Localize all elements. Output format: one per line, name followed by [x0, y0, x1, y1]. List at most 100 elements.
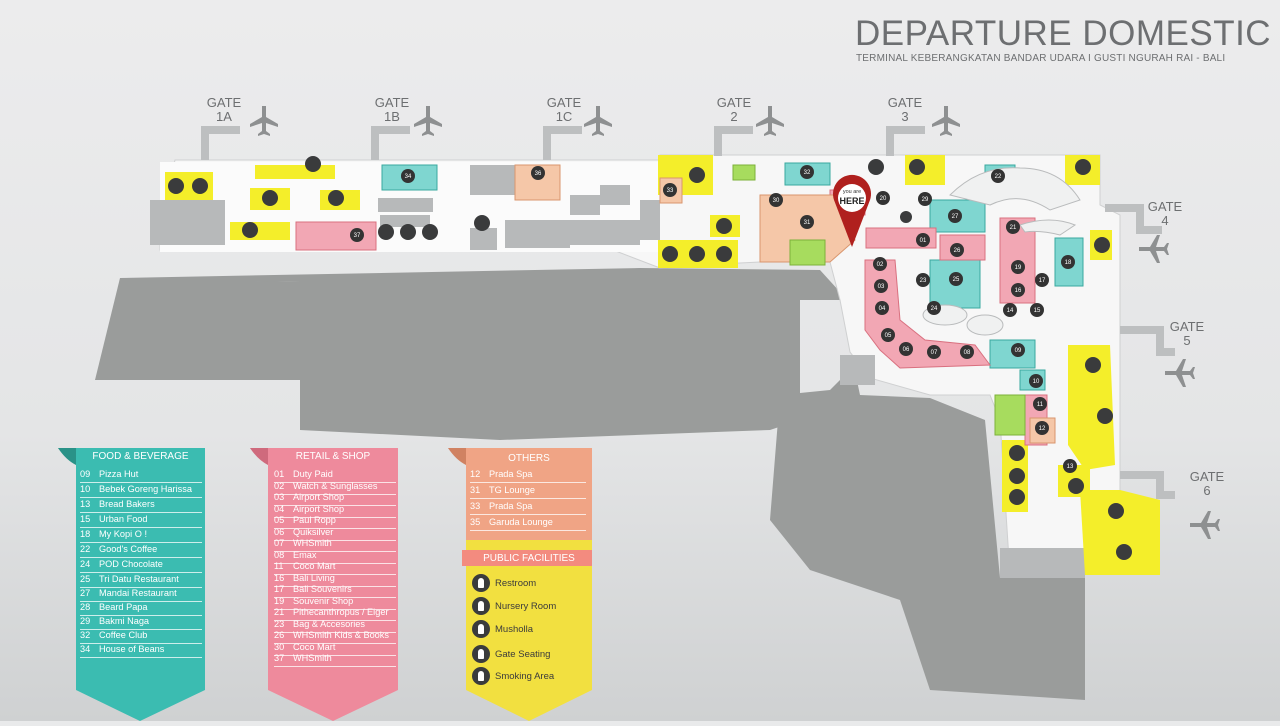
nursery-icon: [472, 597, 490, 616]
legend-smoking-area: Smoking Area: [472, 667, 554, 687]
svg-text:19: 19: [1015, 265, 1022, 271]
legend-gate-seating: Gate Seating: [472, 645, 550, 665]
svg-text:05: 05: [885, 333, 892, 339]
svg-text:15: 15: [1034, 308, 1041, 314]
svg-text:11: 11: [1037, 402, 1044, 408]
smoking-areas: [732, 164, 1026, 436]
legend-retail-title: RETAIL & SHOP: [295, 451, 371, 462]
legend-food-title: FOOD & BEVERAGE: [92, 451, 189, 462]
page-subtitle: TERMINAL KEBERANGKATAN BANDAR UDARA I GU…: [856, 53, 1226, 64]
svg-text:14: 14: [1007, 308, 1014, 314]
smoking-area-icon: [472, 667, 490, 686]
airplane-icon: [414, 106, 442, 136]
svg-text:13: 13: [1067, 464, 1074, 470]
svg-text:01: 01: [920, 238, 927, 244]
svg-text:06: 06: [903, 347, 910, 353]
central-court: [922, 167, 1081, 336]
service-blocks: [150, 165, 1085, 578]
pin-line2: HERE: [839, 196, 864, 206]
svg-text:36: 36: [535, 171, 542, 177]
legend-food-ribbon: [58, 448, 205, 721]
legend-restroom: Restroom: [472, 574, 536, 594]
svg-text:21: 21: [1010, 225, 1017, 231]
page-title: DEPARTURE DOMESTIC: [855, 14, 1272, 53]
restroom-icon: [472, 574, 490, 593]
svg-text:17: 17: [1039, 278, 1046, 284]
svg-text:24: 24: [931, 306, 938, 312]
svg-text:08: 08: [964, 350, 971, 356]
airplane-icon: [584, 106, 612, 136]
svg-text:18: 18: [1065, 260, 1072, 266]
airplane-icon: [932, 106, 960, 136]
airplane-icon: [1190, 511, 1220, 539]
svg-text:27: 27: [952, 214, 959, 220]
pin-line1: you are: [843, 189, 861, 195]
airplane-icon: [250, 106, 278, 136]
map-facility-icons: [168, 156, 1132, 560]
svg-text:25: 25: [953, 277, 960, 283]
svg-text:04: 04: [879, 306, 886, 312]
svg-text:34: 34: [405, 174, 412, 180]
gate-seating-icon: [472, 645, 490, 664]
svg-text:26: 26: [954, 248, 961, 254]
airplane-icons: [250, 106, 1220, 539]
svg-text:32: 32: [804, 170, 811, 176]
svg-text:29: 29: [922, 197, 929, 203]
legend-others-ribbon: [448, 448, 592, 721]
svg-text:12: 12: [1039, 426, 1046, 432]
svg-text:16: 16: [1015, 288, 1022, 294]
airplane-icon: [756, 106, 784, 136]
apron-area: [95, 268, 1085, 700]
svg-text:09: 09: [1015, 348, 1022, 354]
svg-text:31: 31: [804, 220, 811, 226]
svg-text:07: 07: [931, 350, 938, 356]
airplane-icon: [1165, 359, 1195, 387]
airplane-icon: [1139, 235, 1169, 263]
svg-text:30: 30: [773, 198, 780, 204]
svg-text:03: 03: [878, 284, 885, 290]
svg-text:33: 33: [667, 188, 674, 194]
svg-text:37: 37: [354, 233, 361, 239]
you-are-here-pin: you are HERE: [833, 174, 871, 247]
legend-retail-ribbon: [250, 448, 398, 721]
